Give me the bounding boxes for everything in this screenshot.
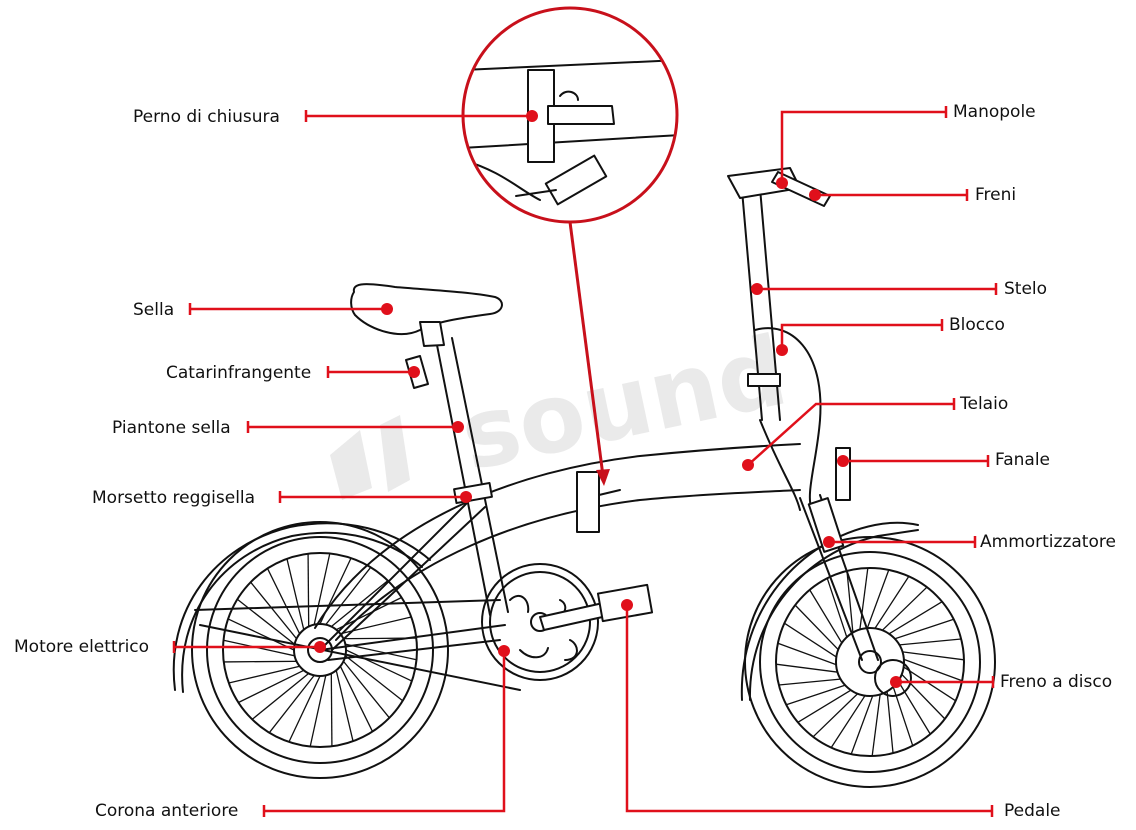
- marker-catarinfrangente: [408, 366, 420, 378]
- label-telaio: Telaio: [959, 394, 1008, 414]
- label-ammortizzatore: Ammortizzatore: [980, 532, 1116, 552]
- folding-latch-pin: [599, 490, 620, 495]
- inset-latch-pin: [548, 106, 614, 124]
- seat-clamp: [454, 483, 492, 503]
- marker-freni: [809, 189, 821, 201]
- marker-blocco: [776, 344, 788, 356]
- label-blocco: Blocco: [949, 315, 1005, 335]
- label-pedale: Pedale: [1004, 801, 1061, 821]
- label-freno-a-disco: Freno a disco: [1000, 672, 1112, 692]
- marker-manopole: [776, 177, 788, 189]
- leader-fanale: [843, 455, 988, 467]
- spoke: [308, 554, 309, 636]
- leader-piantone-sella: [248, 421, 458, 433]
- chain-bottom: [200, 625, 520, 690]
- watermark-logo-icon: [330, 430, 372, 500]
- leader-manopole: [782, 106, 946, 183]
- marker-piantone-sella: [452, 421, 464, 433]
- marker-perno-di-chiusura: [526, 110, 538, 122]
- label-motore-elettrico: Motore elettrico: [14, 637, 149, 657]
- marker-corona-anteriore: [498, 645, 510, 657]
- label-perno-di-chiusura: Perno di chiusura: [133, 107, 280, 127]
- leader-blocco: [782, 319, 942, 350]
- marker-motore-elettrico: [314, 641, 326, 653]
- marker-telaio: [742, 459, 754, 471]
- label-sella: Sella: [133, 300, 174, 320]
- label-fanale: Fanale: [995, 450, 1050, 470]
- leader-freni: [815, 189, 967, 201]
- spoke: [269, 668, 320, 733]
- label-manopole: Manopole: [953, 102, 1036, 122]
- marker-fanale: [837, 455, 849, 467]
- bike-drawing: [174, 168, 995, 787]
- marker-pedale: [621, 599, 633, 611]
- marker-morsetto-reggisella: [460, 491, 472, 503]
- label-corona-anteriore: Corona anteriore: [95, 801, 238, 821]
- watermark: sound: [330, 315, 796, 500]
- marker-freno-a-disco: [890, 676, 902, 688]
- front-wheel: [745, 537, 995, 787]
- folding-latch: [577, 472, 599, 532]
- marker-ammortizzatore: [823, 536, 835, 548]
- spoke: [224, 661, 306, 662]
- spoke: [331, 664, 332, 746]
- leader-stelo: [757, 283, 996, 295]
- label-morsetto-reggisella: Morsetto reggisella: [92, 488, 255, 508]
- marker-sella: [381, 303, 393, 315]
- seatstay: [320, 500, 485, 650]
- leader-catarinfrangente: [328, 366, 414, 378]
- marker-stelo: [751, 283, 763, 295]
- stem-lock: [748, 374, 780, 386]
- label-catarinfrangente: Catarinfrangente: [166, 363, 311, 383]
- leader-morsetto-reggisella: [280, 491, 466, 503]
- label-stelo: Stelo: [1004, 279, 1047, 299]
- label-freni: Freni: [975, 185, 1016, 205]
- saddle-clamp: [420, 322, 444, 346]
- label-piantone-sella: Piantone sella: [112, 418, 231, 438]
- leader-corona-anteriore: [264, 651, 504, 817]
